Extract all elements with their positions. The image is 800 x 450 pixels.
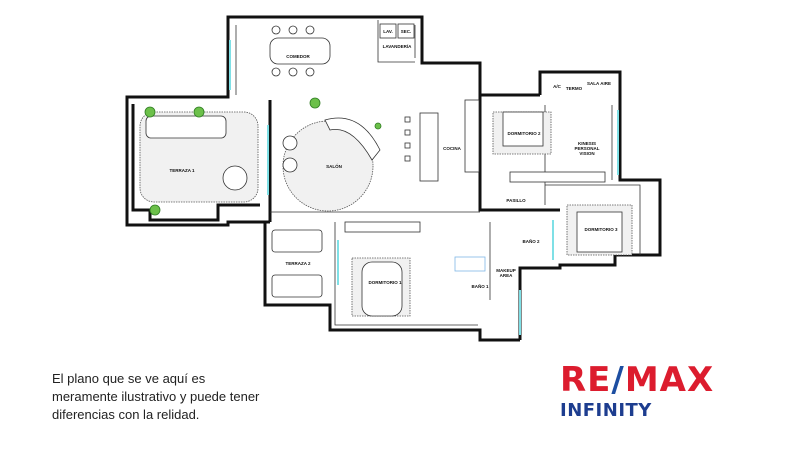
logo-re: RE <box>560 360 612 400</box>
disclaimer-line: diferencias con la relidad. <box>52 407 200 422</box>
room-label-cocina: COCINA <box>443 146 461 151</box>
dorm3-bed <box>576 211 623 253</box>
room-labels: COMEDOR LAVANDERÍA LAV. SEC. TERRAZA 1 S… <box>169 29 618 289</box>
dining-table <box>269 37 331 65</box>
dorm2-bed <box>502 111 544 147</box>
remax-logo: RE/MAX INFINITY <box>560 362 714 421</box>
disclaimer-text: El plano que se ve aquí es meramente ilu… <box>52 370 292 424</box>
logo-max: MAX <box>624 360 715 400</box>
room-label-sala-aire: SALA AIRE <box>587 81 611 86</box>
room-label-terraza2: TERRAZA 2 <box>285 261 311 266</box>
disclaimer-line: meramente ilustrativo y puede tener <box>52 389 260 404</box>
room-label-dormitorio2: DORMITORIO 2 <box>508 131 541 136</box>
logo-slash: / <box>611 360 625 400</box>
dryer <box>397 23 415 39</box>
room-label-pasillo: PASILLO <box>506 198 526 203</box>
room-label-lav: LAV. <box>383 29 393 34</box>
room-label-makeup: MAKEUP <box>496 268 516 273</box>
room-label-bano2: BAÑO 2 <box>522 238 539 244</box>
outdoor-sofa <box>145 115 227 139</box>
furniture <box>139 23 633 317</box>
room-label-kinesis: PERSONAL <box>574 146 599 151</box>
kitchen-island <box>419 112 439 182</box>
room-label-kinesis: KINESIS <box>578 141 596 146</box>
logo-subtitle: INFINITY <box>560 400 652 421</box>
room-label-ac: A/C <box>553 84 562 89</box>
logo-wordmark: RE/MAX <box>560 362 714 398</box>
wardrobe <box>509 171 606 183</box>
room-label-terraza1: TERRAZA 1 <box>169 168 195 173</box>
sofa <box>324 117 381 161</box>
room-label-comedor: COMEDOR <box>286 54 310 59</box>
room-label-lavanderia: LAVANDERÍA <box>383 42 413 49</box>
room-label-termo: TERMO <box>566 86 583 91</box>
room-label-salon: SALÓN <box>326 162 342 169</box>
wardrobe <box>344 221 421 233</box>
disclaimer-line: El plano que se ve aquí es <box>52 371 206 386</box>
room-label-kinesis: VISION <box>579 151 594 156</box>
room-label-dormitorio3: DORMITORIO 3 <box>585 227 618 232</box>
room-label-makeup: AREA <box>500 273 514 278</box>
room-label-dormitorio1: DORMITORIO 1 <box>369 280 402 285</box>
room-label-bano1: BAÑO 1 <box>471 283 488 289</box>
walls <box>125 15 662 342</box>
washer <box>379 23 397 39</box>
kitchen-counter <box>464 99 480 173</box>
room-label-sec: SEC. <box>401 29 412 34</box>
dorm1-bed <box>361 261 403 317</box>
